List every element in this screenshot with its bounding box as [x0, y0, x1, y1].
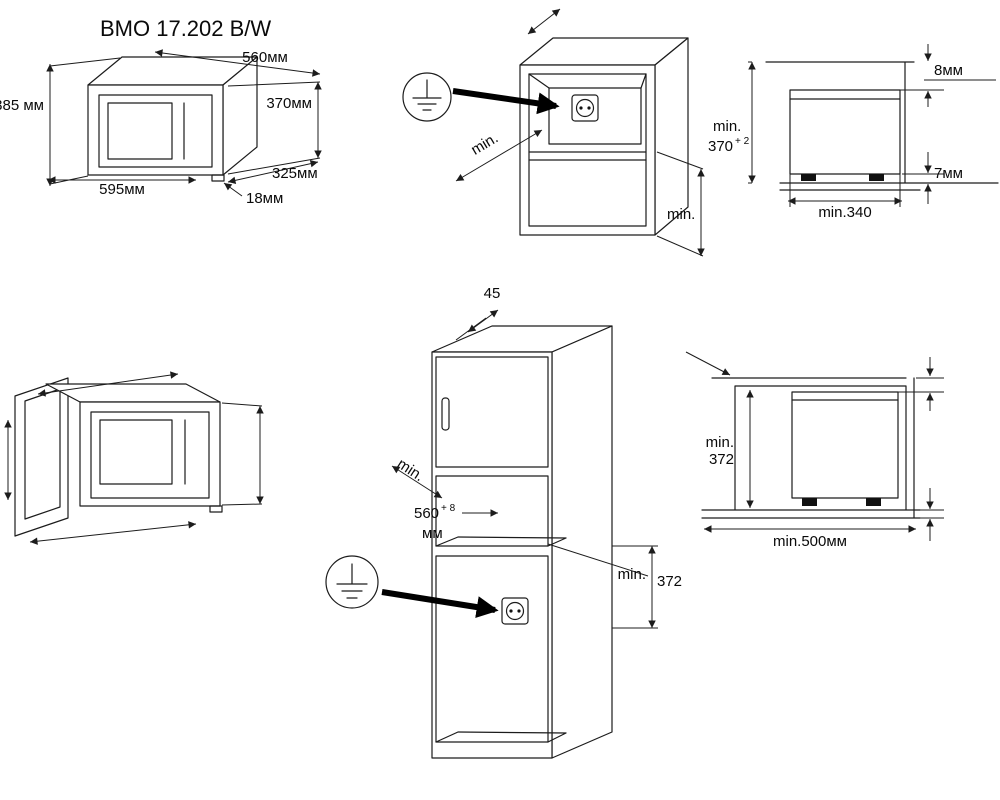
- oven-niche-opening: [435, 475, 549, 547]
- label-right-height: 370мм: [266, 95, 312, 112]
- oven-foot: [866, 498, 881, 506]
- label-min-depth: min.340: [818, 204, 871, 221]
- outlet-pin-hole: [579, 106, 583, 110]
- dim-line-top-width: [154, 49, 321, 77]
- niche-outline: [701, 377, 921, 519]
- door-handle: [441, 397, 450, 431]
- oven-front-face: [79, 401, 221, 507]
- power-outlet-socket: [505, 601, 525, 621]
- dim-leader-foot-gap: [223, 182, 243, 197]
- panel-cabinet-grounding: min. min.: [402, 8, 705, 257]
- label-min: min.: [713, 118, 741, 135]
- power-outlet: [501, 597, 529, 625]
- dim-line-top-gap: [527, 8, 561, 35]
- oven-top-face: [45, 383, 221, 403]
- extension-lines: [898, 377, 944, 519]
- corner-pointer-arrow: [685, 351, 731, 376]
- ground-earth-icon: [336, 563, 368, 599]
- label-min-height-value: 372: [657, 573, 682, 590]
- cabinet-back-wall: [548, 87, 642, 145]
- cabinet-door: [435, 356, 549, 468]
- label-niche-width: 560+ 8: [414, 503, 456, 522]
- label-min-depth: min.: [394, 455, 427, 485]
- label-min-height-value: 370+ 2: [708, 136, 750, 155]
- power-outlet: [571, 94, 599, 122]
- oven-door-window: [107, 102, 173, 160]
- oven-foot: [211, 174, 225, 182]
- compartment-interior-lines: [435, 731, 567, 743]
- label-niche-unit: мм: [422, 525, 443, 542]
- outlet-pin-hole: [587, 106, 591, 110]
- label-top-gap: 8мм: [934, 62, 963, 79]
- dim-line-min-depth: [455, 129, 543, 182]
- niche-outline: [765, 61, 999, 191]
- label-top-width: 560мм: [242, 49, 288, 66]
- label-min-depth: min.500мм: [773, 533, 847, 550]
- label-min: min.: [706, 434, 734, 451]
- label-depth: 325мм: [272, 165, 318, 182]
- oven-foot: [869, 174, 884, 181]
- cabinet-front-frame: [519, 64, 656, 236]
- cabinet-front-face: [431, 351, 553, 759]
- label-min-height-value: 372: [709, 451, 734, 468]
- model-title: BMO 17.202 B/W: [100, 16, 271, 41]
- oven-door-window: [99, 419, 173, 485]
- panel-tall-cabinet: 45 min. 560+ 8 мм min. 372: [325, 285, 682, 759]
- panel-side-view-top: 8мм 7мм min. 370+ 2 min.340: [708, 44, 999, 221]
- dim-line-min-depth: [391, 465, 443, 499]
- outlet-pin-hole: [517, 609, 521, 613]
- label-bottom-gap: 7мм: [934, 165, 963, 182]
- oven-foot: [209, 505, 223, 513]
- oven-foot: [802, 498, 817, 506]
- pointer-arrow: [452, 88, 560, 115]
- outlet-pin-hole: [509, 609, 513, 613]
- panel-oven-inserted: [4, 371, 264, 545]
- oven-door: [90, 411, 210, 499]
- oven-door: [98, 94, 213, 168]
- oven-side-body: [789, 89, 901, 175]
- oven-foot: [801, 174, 816, 181]
- dim-line-top: [37, 371, 179, 397]
- cabinet-shelf-lines: [528, 73, 647, 161]
- extension-lines: [221, 402, 263, 506]
- cabinet-side-face: [551, 325, 613, 759]
- label-bottom-width: 595мм: [99, 181, 145, 198]
- dim-line-top-offset: [467, 309, 499, 333]
- pointer-arrow: [381, 589, 499, 618]
- dim-line-depth: [227, 159, 319, 185]
- extension-lines: [455, 317, 487, 341]
- panel-oven-dimensions: 560мм 385 мм 370мм 595мм 325мм 18мм: [0, 49, 322, 207]
- panel-side-view-bottom: min. 372 min.500мм: [685, 351, 944, 550]
- label-min: min.: [618, 566, 646, 583]
- label-top-offset: 45: [484, 285, 501, 302]
- extension-lines: [656, 151, 704, 257]
- oven-side-body: [791, 391, 899, 499]
- dim-line-bottom: [29, 521, 197, 545]
- label-min-depth: min.: [468, 130, 501, 159]
- label-left-height: 385 мм: [0, 97, 44, 114]
- power-outlet-socket: [575, 98, 595, 118]
- ground-earth-icon: [412, 79, 442, 111]
- lower-compartment: [435, 555, 549, 743]
- oven-front-face: [87, 84, 224, 176]
- label-foot-gap: 18мм: [246, 190, 283, 207]
- label-min-height: min.: [667, 206, 695, 223]
